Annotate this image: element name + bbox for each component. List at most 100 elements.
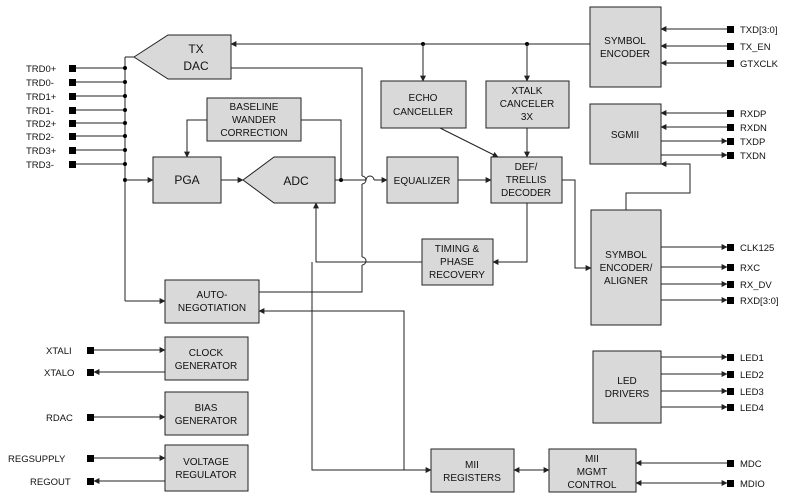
svg-text:TXD[3:0]: TXD[3:0]	[740, 25, 778, 36]
trd-pin-2: TRD1+	[26, 92, 127, 103]
svg-text:CLK125: CLK125	[740, 243, 774, 254]
svg-text:LED: LED	[617, 376, 636, 387]
clk125-pin: CLK125	[661, 243, 774, 254]
rx-dv-pin: RX_DV	[661, 280, 772, 291]
svg-text:ADC: ADC	[283, 174, 309, 188]
xtalo-pin: XTALO	[44, 368, 165, 379]
svg-text:LED1: LED1	[740, 353, 764, 364]
svg-text:TX: TX	[188, 42, 203, 56]
mii-registers-block: MII REGISTERS	[430, 448, 515, 493]
led-drivers-block: LED DRIVERS	[592, 350, 662, 424]
svg-text:GENERATOR: GENERATOR	[175, 361, 237, 372]
svg-text:TRD2-: TRD2-	[26, 132, 54, 143]
rxc-pin: RXC	[661, 263, 760, 274]
svg-text:SGMII: SGMII	[611, 130, 639, 141]
clock-generator-block: CLOCK GENERATOR	[164, 336, 249, 381]
symbol-encoder-top-block: SYMBOL ENCODER	[589, 6, 662, 88]
mdio-pin: MDIO	[635, 479, 765, 490]
svg-text:RECOVERY: RECOVERY	[429, 270, 485, 281]
svg-text:DRIVERS: DRIVERS	[605, 389, 650, 400]
svg-text:PHASE: PHASE	[440, 257, 474, 268]
svg-text:TX_EN: TX_EN	[740, 42, 771, 53]
svg-text:RXD[3:0]: RXD[3:0]	[740, 296, 779, 307]
sgmii-block: SGMII	[589, 103, 662, 165]
trd-pin-5: TRD2-	[26, 132, 127, 143]
svg-text:XTALI: XTALI	[46, 346, 72, 357]
svg-text:BASELINE: BASELINE	[230, 102, 279, 113]
auto-negotiation-block: AUTO- NEGOTIATION	[164, 279, 260, 324]
svg-text:WANDER: WANDER	[232, 115, 276, 126]
svg-text:PGA: PGA	[174, 173, 199, 187]
svg-text:LED2: LED2	[740, 370, 764, 381]
symbol-encoder-aligner-block: SYMBOL ENCODER/ ALIGNER	[590, 209, 662, 326]
svg-text:ECHO: ECHO	[409, 93, 438, 104]
svg-text:RDAC: RDAC	[46, 413, 73, 424]
mii-mgmt-control-block: MII MGMT CONTROL	[548, 448, 637, 493]
svg-text:3X: 3X	[521, 112, 534, 123]
svg-text:CLOCK: CLOCK	[189, 348, 224, 359]
svg-text:REGISTERS: REGISTERS	[443, 473, 501, 484]
xtali-pin: XTALI	[46, 346, 166, 357]
svg-text:MDIO: MDIO	[740, 479, 765, 490]
regsupply-pin: REGSUPPLY	[8, 454, 166, 465]
svg-text:AUTO-: AUTO-	[197, 290, 228, 301]
led3-pin: LED3	[661, 387, 764, 398]
svg-text:ENCODER: ENCODER	[600, 49, 650, 60]
svg-text:RXDN: RXDN	[740, 123, 767, 134]
svg-text:GTXCLK: GTXCLK	[740, 59, 779, 70]
led1-pin: LED1	[661, 353, 764, 364]
led4-pin: LED4	[661, 403, 764, 414]
adc-block: ADC	[242, 156, 336, 204]
trd-pin-7: TRD3-	[26, 160, 127, 171]
mdc-pin: MDC	[635, 459, 762, 470]
svg-text:MDC: MDC	[740, 459, 762, 470]
svg-text:MII: MII	[585, 454, 599, 465]
svg-text:REGOUT: REGOUT	[30, 477, 71, 488]
svg-text:LED3: LED3	[740, 387, 764, 398]
txd-pin: TXD[3:0]	[660, 25, 778, 36]
svg-text:TIMING &: TIMING &	[435, 244, 480, 255]
svg-text:TRD1+: TRD1+	[26, 92, 57, 103]
svg-text:BIAS: BIAS	[195, 403, 218, 414]
svg-text:TRD0+: TRD0+	[26, 64, 57, 75]
svg-text:CORRECTION: CORRECTION	[220, 128, 287, 139]
pga-block: PGA	[152, 156, 222, 204]
svg-text:LED4: LED4	[740, 403, 764, 414]
svg-text:REGULATOR: REGULATOR	[175, 470, 236, 481]
trd-pin-1: TRD0-	[26, 78, 127, 89]
trd-pin-4: TRD2+	[26, 119, 127, 130]
xtalk-canceler-block: XTALK CANCELER 3X	[485, 80, 570, 129]
trd-pin-0: TRD0+	[26, 64, 127, 75]
svg-text:RXC: RXC	[740, 263, 760, 274]
trd-pin-3: TRD1-	[26, 106, 127, 117]
svg-text:CANCELLER: CANCELLER	[393, 107, 453, 118]
svg-text:TRD2+: TRD2+	[26, 119, 57, 130]
tx-en-pin: TX_EN	[660, 42, 771, 53]
svg-text:TXDN: TXDN	[740, 151, 766, 162]
svg-text:XTALO: XTALO	[44, 368, 74, 379]
bias-generator-block: BIAS GENERATOR	[164, 391, 249, 436]
rxdp-pin: RXDP	[660, 109, 766, 120]
rdac-pin: RDAC	[46, 413, 166, 424]
svg-text:TRD3-: TRD3-	[26, 160, 54, 171]
svg-text:MGMT: MGMT	[577, 467, 608, 478]
svg-text:TRD1-: TRD1-	[26, 106, 54, 117]
svg-text:REGSUPPLY: REGSUPPLY	[8, 454, 66, 465]
voltage-regulator-block: VOLTAGE REGULATOR	[164, 444, 249, 492]
txdn-pin: TXDN	[661, 151, 766, 162]
svg-text:VOLTAGE: VOLTAGE	[183, 457, 229, 468]
trd-pin-6: TRD3+	[26, 146, 127, 157]
svg-text:RXDP: RXDP	[740, 109, 766, 120]
svg-text:TXDP: TXDP	[740, 137, 765, 148]
svg-text:SYMBOL: SYMBOL	[605, 250, 647, 261]
svg-text:GENERATOR: GENERATOR	[175, 416, 237, 427]
svg-text:XTALK: XTALK	[512, 86, 543, 97]
regout-pin: REGOUT	[30, 477, 165, 488]
svg-text:CONTROL: CONTROL	[568, 480, 617, 491]
svg-text:DEF/: DEF/	[515, 162, 538, 173]
tx-dac-block: TX DAC	[133, 34, 232, 80]
baseline-wander-correction-block: BASELINE WANDER CORRECTION	[206, 97, 302, 142]
txdp-pin: TXDP	[661, 137, 765, 148]
